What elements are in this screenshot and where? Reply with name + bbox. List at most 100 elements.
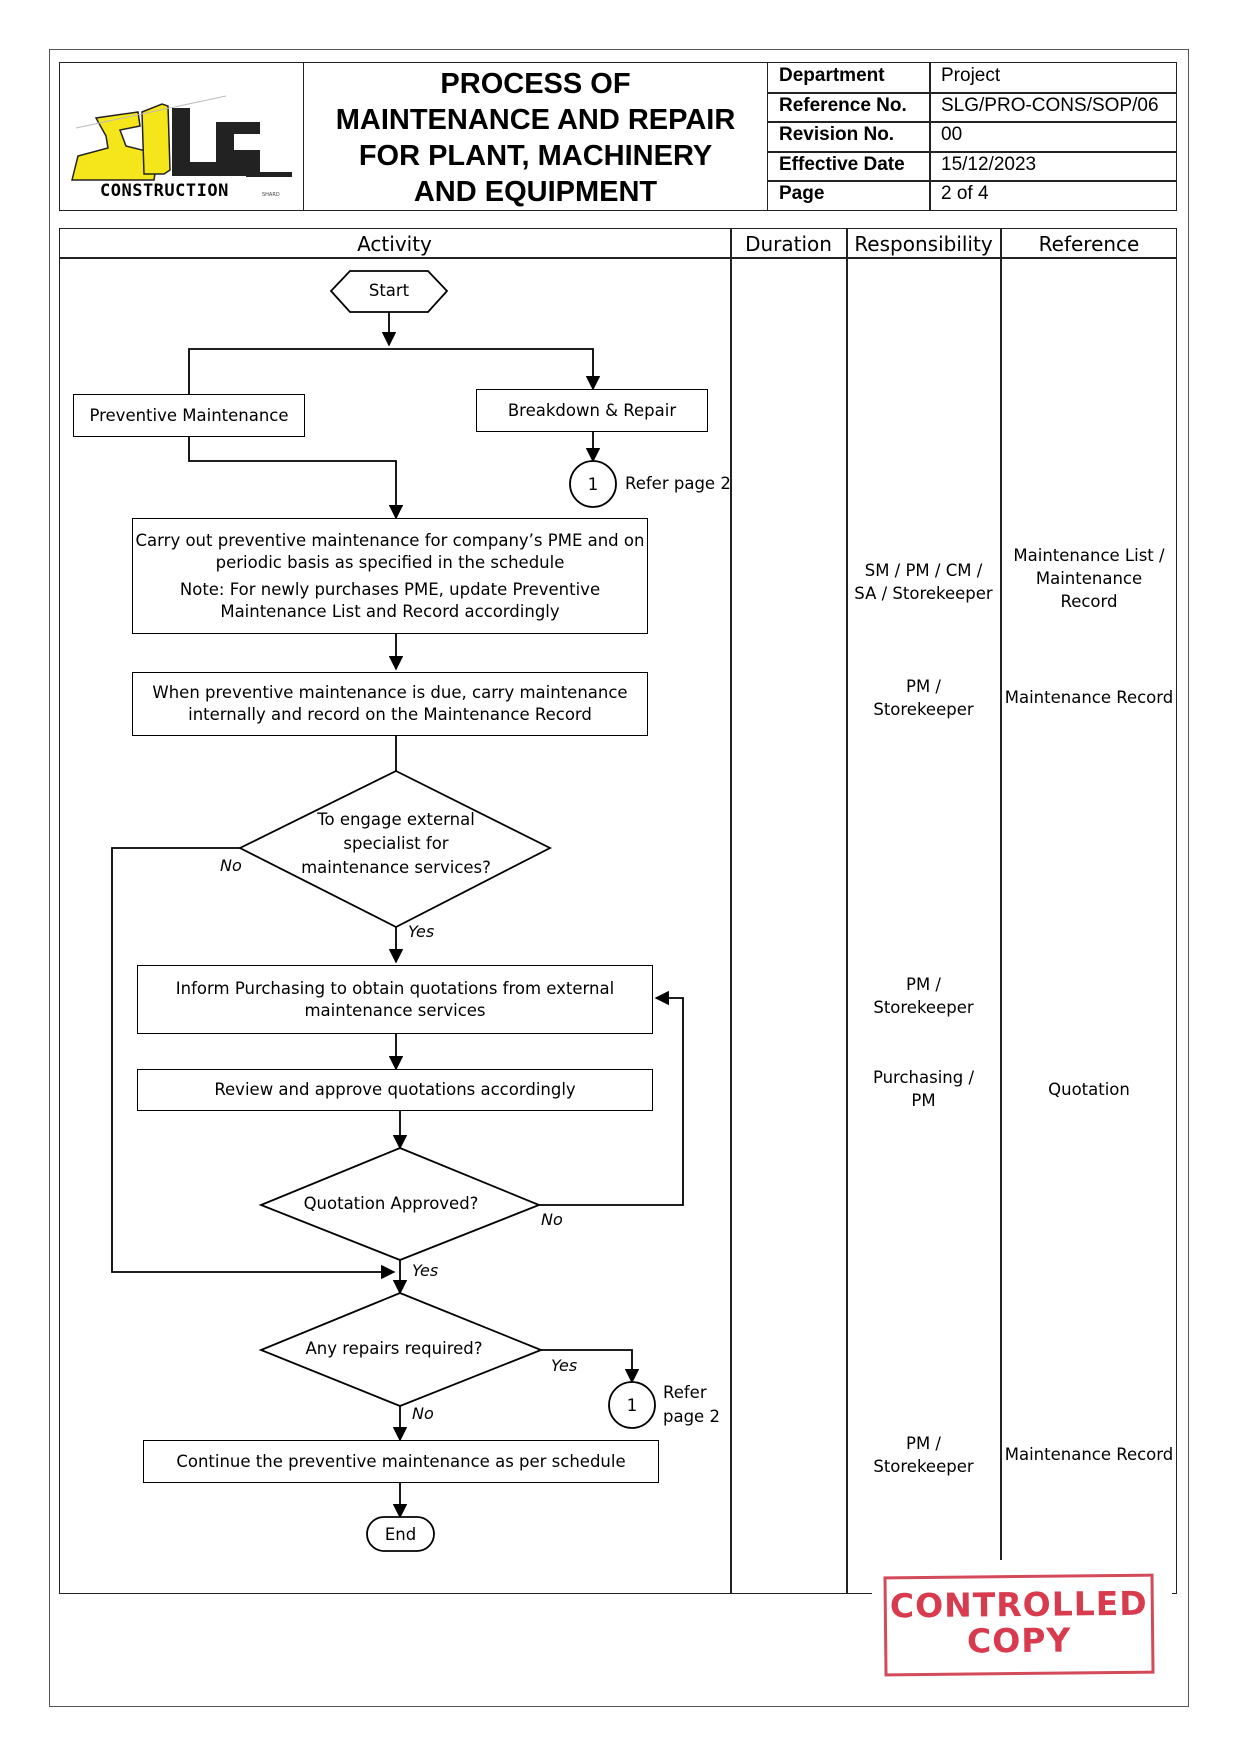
end-terminator-shape: [366, 1516, 435, 1552]
logo-tagline: SHARD: [262, 192, 280, 198]
decision3-no-label: No: [412, 1404, 434, 1423]
revision-value: 00: [941, 124, 963, 145]
review-quotations-box: Review and approve quotations accordingl…: [137, 1069, 653, 1111]
carry-out-preventive-maintenance-box: Carry out preventive maintenance for com…: [132, 518, 648, 634]
responsibility-line: PM: [911, 1091, 936, 1110]
decision1-line: To engage external: [317, 810, 475, 829]
title-line-1: PROCESS OF: [440, 68, 631, 100]
revision-label: Revision No.: [779, 124, 895, 145]
column-header-reference: Reference: [1038, 232, 1140, 256]
responsibility-line: SA / Storekeeper: [854, 584, 993, 603]
title-line-3: FOR PLANT, MACHINERY: [358, 140, 713, 172]
reference-line: Maintenance List /: [1013, 546, 1165, 565]
refer-page-note: Refer page 2: [663, 1381, 720, 1429]
decision-shape: [258, 1147, 542, 1261]
breakdown-repair-box: Breakdown & Repair: [476, 389, 708, 432]
inform-purchasing-box: Inform Purchasing to obtain quotations f…: [137, 965, 653, 1034]
reference-line: Record: [1060, 592, 1118, 611]
meta-row-effective-date: Effective Date 15/12/2023: [767, 151, 1177, 181]
decision-quotation-approved: Quotation Approved?: [303, 1194, 479, 1213]
decision1-line: specialist for: [343, 834, 449, 853]
department-value: Project: [941, 65, 1001, 86]
column-header-activity: Activity: [357, 232, 432, 256]
reference-value: SLG/PRO-CONS/SOP/06: [941, 95, 1159, 116]
connector-shape: [608, 1381, 656, 1429]
page-value: 2 of 4: [941, 183, 989, 204]
step2-line: When preventive maintenance is due, carr…: [152, 683, 628, 702]
responsibility-line: Storekeeper: [873, 1457, 974, 1476]
responsibility-line: PM /: [906, 677, 941, 696]
reference-line: Maintenance: [1035, 569, 1143, 588]
refer-page-note: Refer page 2: [625, 474, 731, 493]
column-divider: [1000, 228, 1002, 1594]
end-terminator: End: [384, 1525, 417, 1544]
document-title: PROCESS OF MAINTENANCE AND REPAIR FOR PL…: [303, 66, 768, 210]
responsibility-line: Storekeeper: [873, 998, 974, 1017]
connector-number: 1: [626, 1396, 638, 1415]
page-label: Page: [779, 183, 825, 204]
title-line-2: MAINTENANCE AND REPAIR: [335, 104, 736, 136]
decision1-line: maintenance services?: [301, 858, 491, 877]
responsibility-line: SM / PM / CM /: [864, 561, 983, 580]
decision-engage-external-specialist: To engage external specialist for mainte…: [276, 808, 516, 880]
preventive-maintenance-label: Preventive Maintenance: [89, 405, 289, 425]
effective-date-value: 15/12/2023: [941, 154, 1037, 175]
procedure-table: [59, 228, 1177, 1594]
meta-divider: [929, 62, 931, 211]
responsibility-step2: PM / Storekeeper: [847, 675, 1000, 721]
controlled-copy-stamp: CONTROLLED COPY: [883, 1573, 1155, 1677]
stamp-backdrop: [872, 1560, 1172, 1690]
effective-date-label: Effective Date: [779, 154, 905, 175]
decision3-yes-label: Yes: [551, 1356, 578, 1375]
responsibility-line: Storekeeper: [873, 700, 974, 719]
meta-hline: [767, 92, 1177, 94]
meta-row-department: Department Project: [767, 62, 1177, 92]
start-terminator-shape: [329, 270, 449, 313]
continue-preventive-maintenance-box: Continue the preventive maintenance as p…: [143, 1440, 659, 1483]
step4-label: Review and approve quotations accordingl…: [214, 1080, 576, 1099]
meta-hline: [767, 180, 1177, 182]
column-header-duration: Duration: [745, 232, 832, 256]
meta-table: [767, 62, 1177, 211]
responsibility-line: PM /: [906, 1434, 941, 1453]
preventive-maintenance-box: Preventive Maintenance: [73, 394, 305, 437]
maintenance-due-box: When preventive maintenance is due, carr…: [132, 672, 648, 736]
step1-line: periodic basis as specified in the sched…: [215, 552, 565, 572]
logo-subtitle: CONSTRUCTION: [100, 181, 229, 201]
company-logo: [66, 92, 296, 207]
step1-note: Note: For newly purchases PME, update Pr…: [179, 579, 601, 599]
step2-line: internally and record on the Maintenance…: [188, 705, 592, 724]
decision2-no-label: No: [541, 1210, 563, 1229]
responsibility-step3: PM / Storekeeper: [847, 973, 1000, 1019]
step3-line: maintenance services: [304, 1000, 486, 1020]
decision-any-repairs-required: Any repairs required?: [305, 1339, 483, 1358]
connector-number: 1: [587, 475, 599, 494]
connector-shape: [569, 460, 617, 508]
meta-hline: [767, 121, 1177, 123]
step1-note: Maintenance List and Record accordingly: [220, 601, 560, 621]
reference-step1: Maintenance List / Maintenance Record: [1001, 544, 1177, 613]
responsibility-step5: PM / Storekeeper: [847, 1432, 1000, 1478]
stamp-line: COPY: [966, 1620, 1072, 1661]
refer-line: page 2: [663, 1407, 720, 1426]
column-divider: [846, 228, 848, 1594]
decision-shape: [237, 769, 552, 929]
responsibility-step1: SM / PM / CM / SA / Storekeeper: [847, 559, 1000, 605]
refer-line: Refer: [663, 1383, 707, 1402]
responsibility-step4: Purchasing / PM: [847, 1066, 1000, 1112]
step3-line: Inform Purchasing to obtain quotations f…: [175, 978, 615, 998]
page-frame: [49, 49, 1189, 1707]
table-header-rule: [59, 257, 1177, 259]
meta-row-reference: Reference No. SLG/PRO-CONS/SOP/06: [767, 92, 1177, 122]
decision-shape: [258, 1292, 544, 1407]
column-header-responsibility: Responsibility: [854, 232, 993, 256]
reference-step4: Quotation: [1048, 1080, 1130, 1099]
responsibility-line: Purchasing /: [872, 1068, 975, 1087]
column-divider: [730, 228, 732, 1594]
reference-step5: Maintenance Record: [1004, 1445, 1174, 1464]
start-terminator: Start: [368, 281, 410, 300]
meta-row-revision: Revision No. 00: [767, 121, 1177, 151]
step1-line: Carry out preventive maintenance for com…: [135, 530, 645, 550]
decision1-no-label: No: [220, 856, 242, 875]
